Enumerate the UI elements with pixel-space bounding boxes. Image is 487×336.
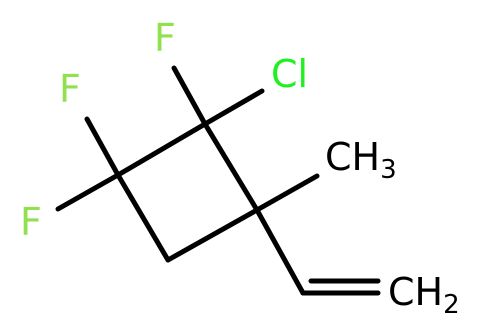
atom-f-left-lower: F [20,200,42,244]
atom-vinyl-subscript: 2 [443,290,460,320]
bond-ring-left [115,172,171,263]
bond-c2-cl [202,88,265,127]
cyclobutane-ring [115,121,260,263]
atom-methyl-main: CH [325,135,380,179]
atom-labels: F Cl F F CH3 CH2 [20,16,460,320]
atom-methyl-subscript: 3 [380,155,397,185]
bond-c1-vinyl [254,207,306,296]
atom-vinyl-ch2: CH2 [388,270,460,320]
atom-cl: Cl [271,52,308,96]
atom-f-left-upper: F [59,67,81,111]
atom-f-top: F [154,16,176,60]
bond-c3-f-lower [55,172,121,212]
substituent-bonds [55,65,381,296]
atom-methyl: CH3 [325,135,397,185]
bond-ring-right [202,121,260,213]
bond-ring-top [115,121,208,178]
bond-c1-methyl [254,173,320,213]
bond-ring-bottom [165,207,260,263]
bond-c2-f-top [171,65,208,127]
atom-vinyl-main: CH [388,270,443,314]
bond-c3-f-upper [84,116,121,178]
